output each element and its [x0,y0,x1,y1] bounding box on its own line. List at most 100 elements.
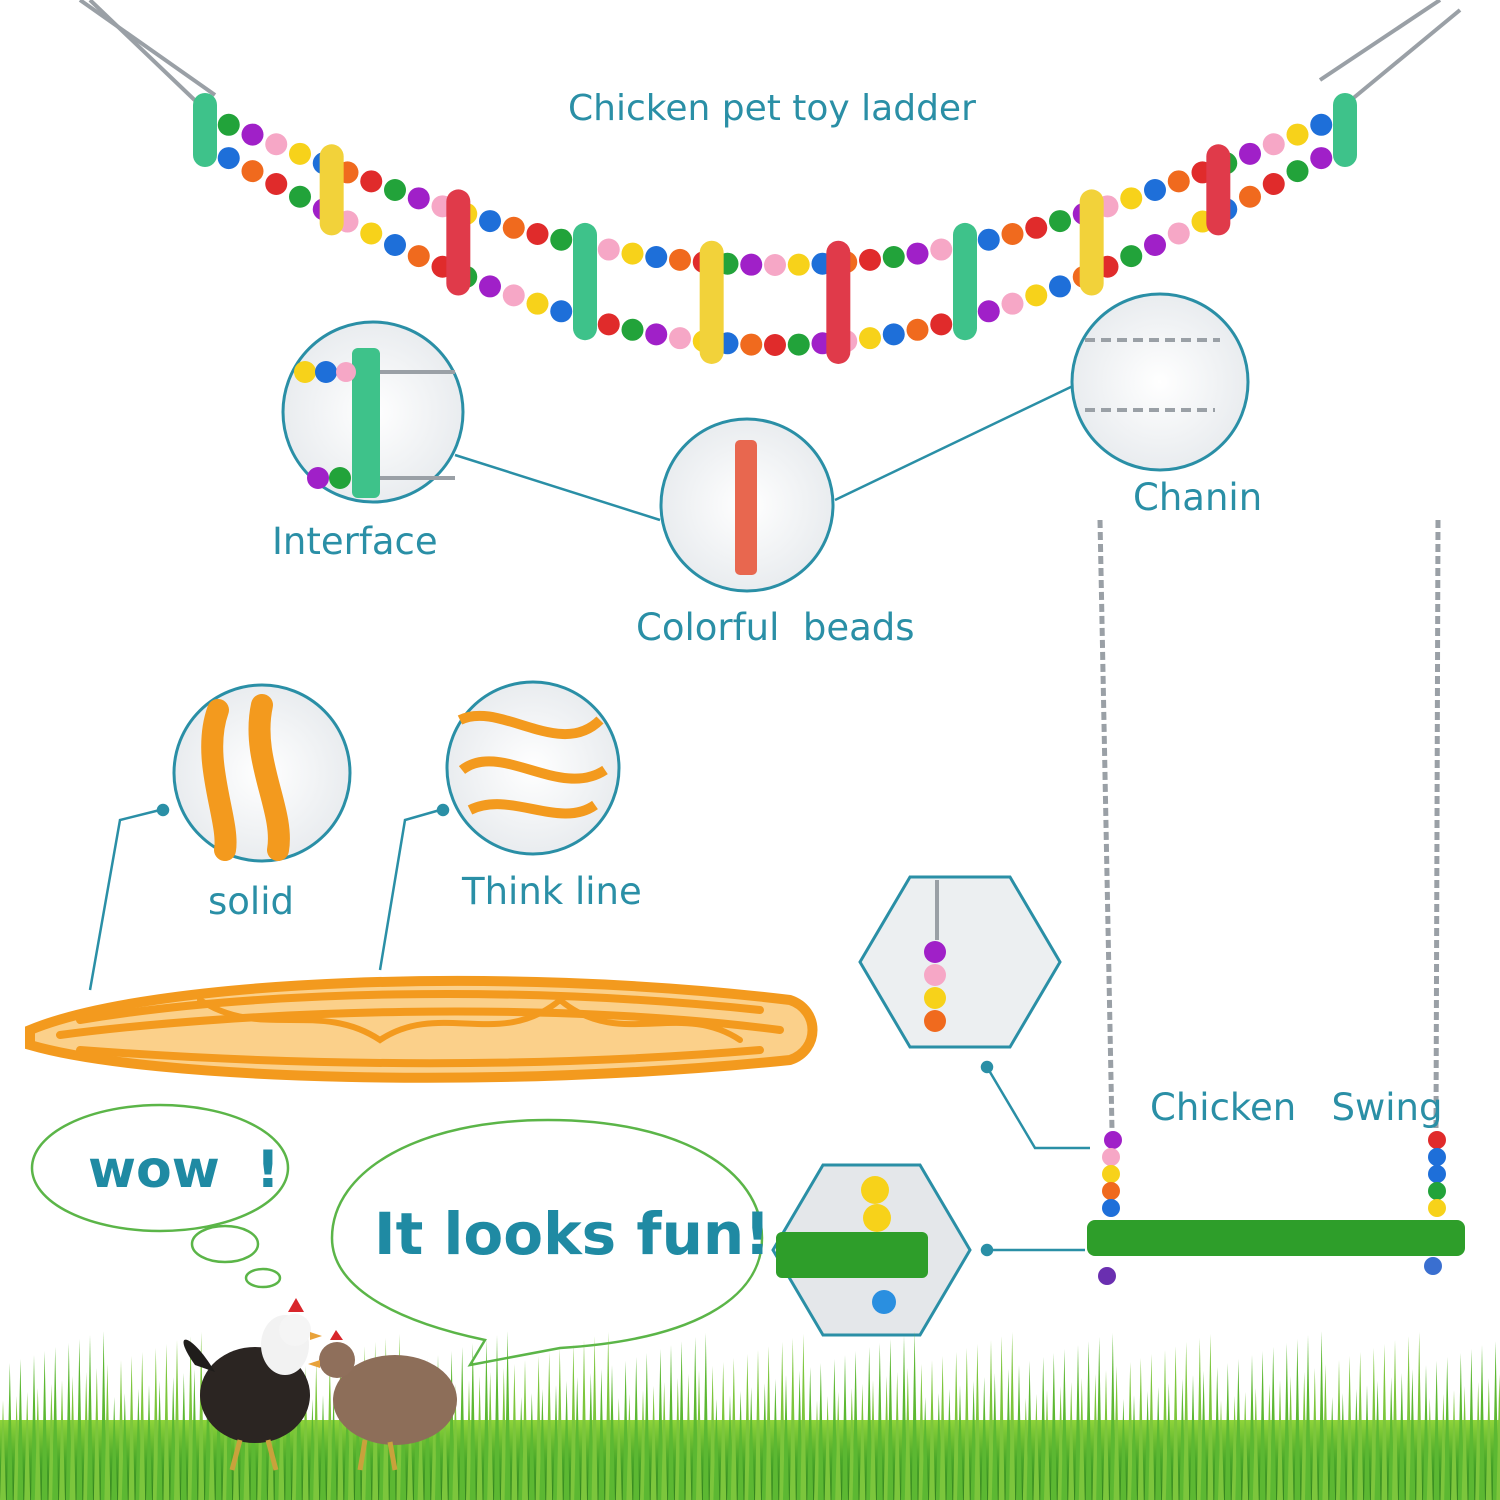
hen [308,1330,457,1471]
ladder-bead [265,133,288,156]
grass-blade [320,1395,326,1500]
grass-blade [709,1366,716,1500]
ladder-bead [1310,147,1333,170]
grass-blade [1196,1338,1203,1500]
grass-blade [1364,1385,1370,1500]
grass-blade [1374,1381,1381,1500]
grass-blade [1451,1390,1457,1500]
grass-blade [650,1386,657,1500]
grass-blade [1294,1339,1301,1500]
grass-blade [1277,1380,1283,1500]
grass-blade [1190,1375,1196,1500]
grass-blade [1370,1348,1377,1500]
grass-blade [469,1343,476,1500]
grass-blade [452,1384,459,1500]
ladder-bead [407,187,430,210]
grass-blade [191,1369,198,1500]
grass-blade [1120,1399,1127,1500]
ladder-bead [502,284,525,307]
grass-blade [205,1365,211,1500]
ladder-bead [360,222,383,245]
grass-blade [476,1376,483,1500]
ladder-bead [787,333,810,356]
grass-blade [326,1358,333,1500]
grass-blade [870,1380,876,1500]
grass-blade [1235,1359,1242,1500]
grass-blade [1339,1393,1346,1500]
ladder-chains [78,0,1462,112]
ladder-bead [1239,185,1261,208]
grass-blade [876,1343,883,1500]
grass-blade [459,1347,466,1500]
net-callout-connectors [88,803,450,991]
ladder-bead [1167,170,1190,193]
grass-blade [720,1362,727,1500]
ladder-title: Chicken pet toy ladder [568,88,976,129]
grass-blade [922,1397,929,1500]
ladder-bead [1239,142,1261,165]
grass-blade [0,1400,6,1500]
ladder-bead [1144,234,1166,256]
grass-blade [163,1344,170,1500]
grass-blade [121,1393,128,1500]
ladder-bead [859,248,881,271]
grass-blade [65,1343,72,1500]
grass-blade [807,1367,814,1500]
grass-blade [866,1347,873,1500]
grass-blade [772,1379,779,1500]
grass-blade [1026,1361,1033,1500]
grass-blade [929,1360,935,1500]
grass-blade [696,1370,702,1500]
grass-blade [504,1331,511,1500]
grass-blade [904,1368,911,1500]
grass-blade [783,1375,789,1500]
grass-blade [974,1344,981,1500]
grass-blade [730,1358,737,1500]
rooster [183,1298,322,1471]
ladder-bead [764,254,786,276]
grass-blade [1283,1343,1290,1500]
grass-blade [998,1336,1005,1500]
ladder-bead [526,223,549,246]
grass-blade [1103,1370,1109,1500]
ladder-bead [740,253,763,276]
grass-blade [668,1345,674,1500]
grass-blade [93,1368,100,1500]
ladder-bead [1310,113,1333,136]
grass-blade [1496,1374,1500,1500]
grass-blade [953,1352,960,1500]
grass-blade [1405,1336,1412,1500]
grass-blade [894,1372,901,1500]
grass-blade [1457,1353,1464,1500]
fun-text: It looks fun! [374,1200,771,1268]
grass-blade [1322,1364,1329,1500]
ladder-bead [906,318,929,341]
grass-blade [1242,1392,1249,1500]
grass-blade [111,1397,118,1500]
grass-blade [1311,1368,1318,1500]
grass-blade [800,1334,807,1500]
wow-bubble [30,1103,290,1289]
grass-blade [337,1354,344,1500]
grass-blade [1061,1349,1068,1500]
perch-hexagon [771,1163,972,1337]
ladder-bead [1144,179,1166,201]
grass-blade [981,1377,988,1500]
swing-beads-left [1102,1131,1122,1217]
grass-blade [441,1388,448,1500]
grass-blade [852,1351,859,1500]
ladder-bead [645,323,668,346]
grass-blade [1207,1334,1214,1500]
grass-blade [354,1383,361,1500]
grass-blade [1485,1378,1492,1500]
ladder-bead [265,173,288,196]
ladder-bead [669,327,691,350]
ladder-bead [977,228,1000,251]
grass-blade [887,1339,894,1500]
interface-beads [294,361,356,489]
swing-chains [1097,519,1441,1131]
grass-blade [1329,1397,1336,1500]
ladder-bead [906,242,929,265]
ladder-bead [977,300,1000,323]
grass-blade [1433,1361,1440,1500]
